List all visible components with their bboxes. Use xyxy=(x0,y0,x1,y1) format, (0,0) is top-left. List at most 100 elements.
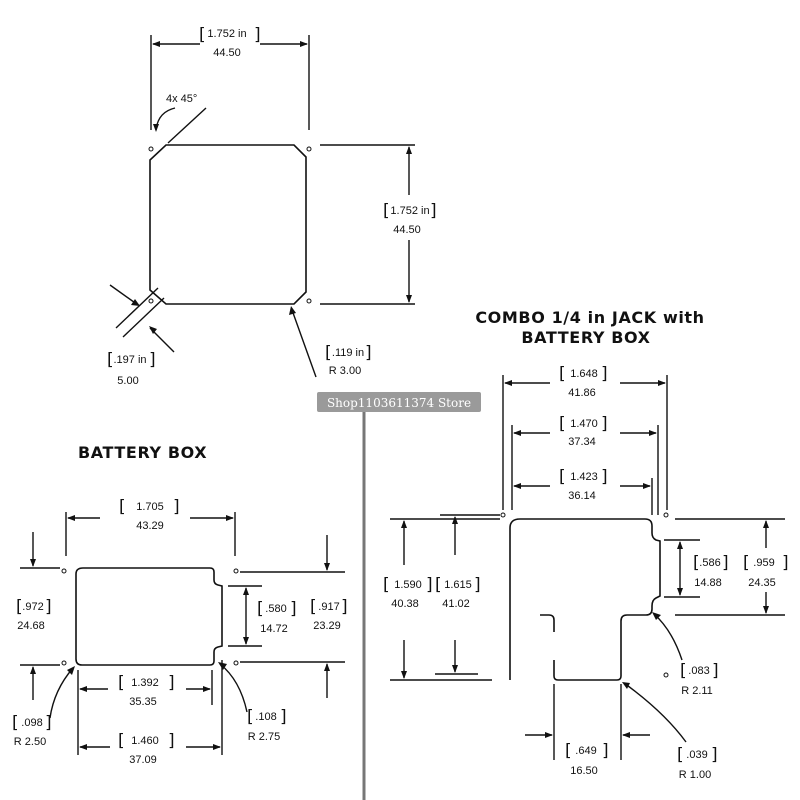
svg-text:]: ] xyxy=(474,575,481,595)
svg-text:[: [ xyxy=(559,364,566,384)
mounting-hole xyxy=(61,660,67,666)
combo-width-b-mm: 37.34 xyxy=(568,436,596,448)
bb-left-radius-inches: .098 xyxy=(21,717,42,729)
corner-radius-inches: .119 in xyxy=(332,347,364,359)
mounting-hole xyxy=(306,298,312,304)
combo-width-a-mm: 41.86 xyxy=(568,387,596,399)
bb-right-height-inches: .917 xyxy=(318,601,339,613)
svg-text:[: [ xyxy=(118,673,125,693)
combo-width-a-inches: 1.648 xyxy=(570,368,598,380)
svg-text:[: [ xyxy=(119,497,126,517)
svg-text:[: [ xyxy=(247,707,254,727)
mounting-hole xyxy=(306,146,312,152)
svg-text:[: [ xyxy=(435,575,442,595)
combo-height-b-inches: 1.615 xyxy=(444,579,472,591)
square-width-inches: 1.752 in xyxy=(207,28,246,40)
hole-size-mm: 5.00 xyxy=(117,375,138,387)
svg-text:]: ] xyxy=(711,745,718,765)
svg-text:]: ] xyxy=(601,414,608,434)
combo-neck-width-mm: 16.50 xyxy=(570,765,598,777)
mounting-hole xyxy=(233,568,239,574)
square-plate-drawing: [ ] 1.752 in 44.50 4x 45° [ ] 1.752 in 4… xyxy=(107,25,437,387)
hole-size-inches: .197 in xyxy=(113,354,146,366)
bb-left-height-inches: .972 xyxy=(22,601,43,613)
svg-text:]: ] xyxy=(782,553,789,573)
mounting-hole xyxy=(148,146,154,152)
svg-text:]: ] xyxy=(722,553,729,573)
svg-text:[: [ xyxy=(325,343,332,363)
svg-text:[: [ xyxy=(559,467,566,487)
svg-text:]: ] xyxy=(426,575,433,595)
bb-inner-width-inches: 1.392 xyxy=(131,677,159,689)
watermark-text: Shop1103611374 Store xyxy=(327,396,471,410)
battery-box-drawing: BATTERY BOX [ ] 1.705 43.29 [ ] .972 24.… xyxy=(12,443,348,766)
corner-radius-mm: R 3.00 xyxy=(329,365,361,377)
combo-width-c-inches: 1.423 xyxy=(570,471,598,483)
svg-text:[: [ xyxy=(257,599,264,619)
svg-text:[: [ xyxy=(677,745,684,765)
combo-width-c-mm: 36.14 xyxy=(568,490,596,502)
svg-text:]: ] xyxy=(280,707,287,727)
svg-text:]: ] xyxy=(168,673,175,693)
mounting-hole xyxy=(233,660,239,666)
svg-text:]: ] xyxy=(149,350,156,370)
bb-overall-width-inches: 1.705 xyxy=(136,501,164,513)
svg-text:]: ] xyxy=(365,343,372,363)
combo-width-b-inches: 1.470 xyxy=(570,418,598,430)
bb-notch-height-inches: .580 xyxy=(265,603,286,615)
mounting-hole xyxy=(61,568,67,574)
mounting-hole xyxy=(500,512,506,518)
svg-text:[: [ xyxy=(118,731,125,751)
combo-title-line2: BATTERY BOX xyxy=(521,328,650,347)
bb-bottom-width-mm: 37.09 xyxy=(129,754,157,766)
square-plate-outline xyxy=(149,144,307,305)
bb-left-height-mm: 24.68 xyxy=(17,620,45,632)
combo-title-line1: COMBO 1/4 in JACK with xyxy=(475,308,704,327)
combo-right-height-inches: .959 xyxy=(753,557,774,569)
svg-text:[: [ xyxy=(12,713,19,733)
svg-text:[: [ xyxy=(107,350,114,370)
combo-height-a-mm: 40.38 xyxy=(391,598,419,610)
svg-text:]: ] xyxy=(254,25,261,45)
combo-jack-outline xyxy=(520,518,661,681)
svg-text:[: [ xyxy=(383,575,390,595)
bb-notch-height-mm: 14.72 xyxy=(260,623,288,635)
mounting-hole xyxy=(663,512,669,518)
svg-text:[: [ xyxy=(743,553,750,573)
bb-inner-width-mm: 35.35 xyxy=(129,696,157,708)
battery-box-outline xyxy=(75,567,223,666)
bb-left-radius-mm: R 2.50 xyxy=(14,736,46,748)
mounting-hole xyxy=(148,298,154,304)
combo-radius-a-mm: R 2.11 xyxy=(681,685,713,697)
svg-text:]: ] xyxy=(173,497,180,517)
svg-text:[: [ xyxy=(383,201,390,221)
svg-text:[: [ xyxy=(565,741,572,761)
bb-bottom-width-inches: 1.460 xyxy=(131,735,159,747)
svg-text:[: [ xyxy=(680,661,687,681)
svg-text:]: ] xyxy=(430,201,437,221)
battery-box-title: BATTERY BOX xyxy=(78,443,207,462)
square-height-mm: 44.50 xyxy=(393,224,421,236)
bb-right-radius-inches: .108 xyxy=(255,711,276,723)
combo-height-b-mm: 41.02 xyxy=(442,598,470,610)
svg-text:[: [ xyxy=(310,597,317,617)
svg-text:[: [ xyxy=(199,25,206,45)
svg-text:]: ] xyxy=(290,599,297,619)
svg-text:]: ] xyxy=(712,661,719,681)
bb-right-height-mm: 23.29 xyxy=(313,620,341,632)
combo-radius-b-mm: R 1.00 xyxy=(679,769,711,781)
combo-notch-height-mm: 14.88 xyxy=(694,577,722,589)
square-height-inches: 1.752 in xyxy=(390,205,429,217)
svg-text:]: ] xyxy=(168,731,175,751)
chamfer-label: 4x 45° xyxy=(166,93,197,105)
mounting-hole xyxy=(663,672,669,678)
combo-radius-a-inches: .083 xyxy=(688,665,709,677)
svg-text:]: ] xyxy=(341,597,348,617)
svg-text:]: ] xyxy=(45,597,52,617)
bb-overall-width-mm: 43.29 xyxy=(136,520,164,532)
combo-height-a-inches: 1.590 xyxy=(394,579,422,591)
svg-text:]: ] xyxy=(601,364,608,384)
svg-text:[: [ xyxy=(559,414,566,434)
svg-text:[: [ xyxy=(16,597,23,617)
